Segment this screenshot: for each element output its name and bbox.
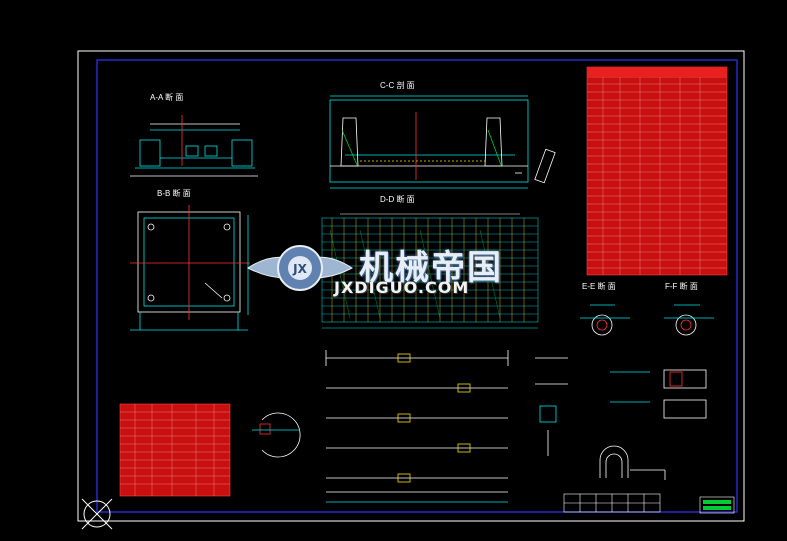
section-ee-title: E-E 断 面 (582, 282, 616, 291)
svg-text:JX: JX (292, 262, 307, 276)
inner-border (96, 59, 738, 513)
section-bb-title: B-B 断 面 (157, 189, 191, 198)
material-table-secondary (119, 403, 231, 497)
section-cc-title: C-C 剖 面 (380, 81, 415, 90)
winged-gear-icon: JX (247, 245, 353, 291)
section-cc-drawing (329, 95, 529, 189)
crossed-circle-icon (81, 498, 113, 530)
leader-lines (515, 148, 556, 184)
drawing-frame (77, 50, 745, 522)
watermark-title: 机械帝国 (359, 248, 503, 288)
material-table-main (586, 66, 728, 276)
watermark: 机械帝国 JXDIGUO.COM (244, 236, 544, 302)
section-bb-drawing (130, 205, 250, 331)
section-aa-drawing (130, 115, 258, 177)
section-ff-drawing (664, 304, 714, 336)
watermark-subtitle: JXDIGUO.COM (334, 278, 470, 297)
title-block (563, 493, 661, 513)
status-badge (699, 496, 735, 514)
anchor-details (599, 369, 707, 480)
section-ff-title: F-F 断 面 (665, 282, 698, 291)
section-aa-title: A-A 断 面 (150, 93, 184, 102)
rebar-details (325, 350, 509, 503)
small-rebar-shapes (535, 357, 568, 456)
section-dd-title: D-D 断 面 (380, 195, 415, 204)
section-dd-drawing (321, 213, 539, 329)
hook-detail (252, 412, 301, 458)
section-ee-drawing (580, 304, 630, 336)
